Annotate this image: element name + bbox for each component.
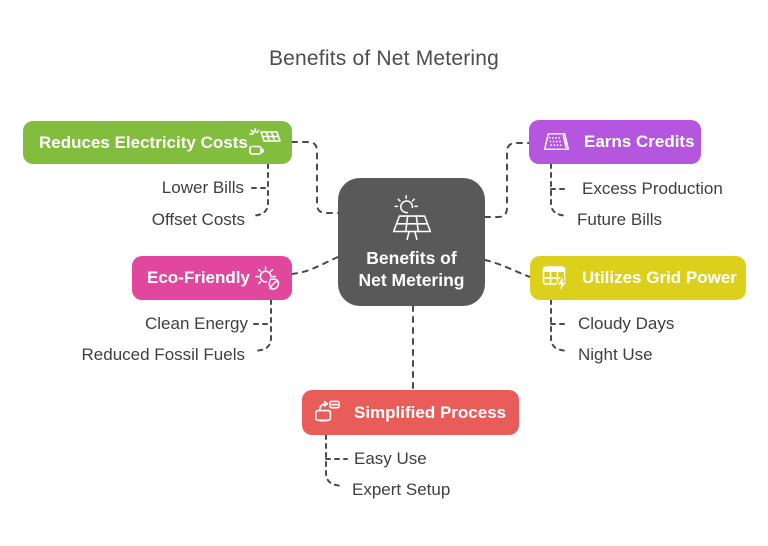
center-label-line2: Net Metering [358,270,465,290]
connector-center-grid [484,259,531,278]
device-sync-icon [315,400,340,422]
sun-leaf-icon [255,265,280,290]
child-cloudy-days: Cloudy Days [578,314,675,333]
child-offset-costs: Offset Costs [151,210,245,229]
branch-simplified-process: Simplified Process [302,390,519,435]
center-node: Benefits of Net Metering [338,178,485,306]
child-future-bills: Future Bills [577,210,663,229]
child-reduced-fossil-fuels: Reduced Fossil Fuels [81,345,245,364]
child-easy-use: Easy Use [354,449,427,468]
branch-label: Eco-Friendly [147,268,250,287]
child-lower-bills: Lower Bills [161,178,244,197]
branch-eco-friendly: Eco-Friendly [132,256,292,300]
branch-earns-credits: Earns Credits [529,120,701,164]
branch-label: Reduces Electricity Costs [39,132,248,152]
branch-reduces-electricity-costs: Reduces Electricity Costs [23,121,292,164]
connector-reduces-center [291,141,339,214]
center-label: Benefits of Net Metering [359,247,465,291]
solar-battery-icon [249,128,281,155]
stem-process-children [325,434,342,487]
stem-eco-children [255,299,272,352]
connector-center-earns [484,142,530,218]
connector-eco-center [291,256,339,275]
branch-label: Earns Credits [584,132,695,151]
branch-label: Utilizes Grid Power [582,268,737,287]
stem-earns-children [550,163,567,217]
solar-panel-sun-icon [392,194,431,241]
branch-utilizes-grid-power: Utilizes Grid Power [530,256,746,300]
center-label-line1: Benefits of [366,248,457,268]
child-clean-energy: Clean Energy [144,314,248,333]
diagram-title: Benefits of Net Metering [268,47,500,70]
child-night-use: Night Use [578,345,653,364]
solar-panel-icon [543,133,570,151]
grid-bolt-icon [542,266,568,292]
child-excess-production: Excess Production [582,179,723,198]
stem-grid-children [550,299,567,352]
stem-reduces-children [252,163,269,217]
branch-label: Simplified Process [354,402,507,422]
child-expert-setup: Expert Setup [352,480,451,499]
